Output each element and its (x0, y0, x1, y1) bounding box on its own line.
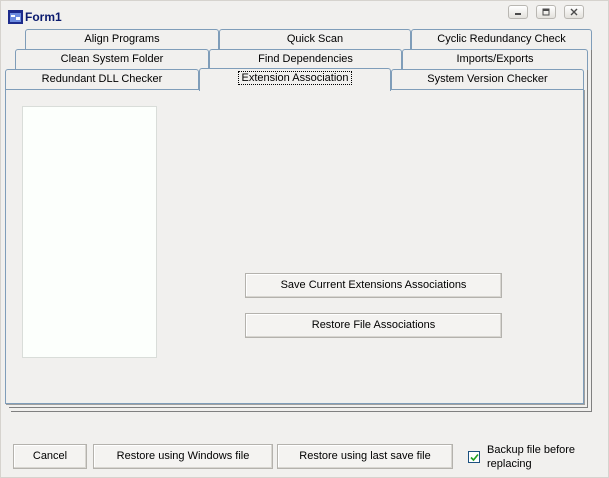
maximize-icon (542, 8, 550, 16)
tab-system-version-checker[interactable]: System Version Checker (391, 69, 584, 90)
tab-page-edge (9, 69, 588, 408)
tab-redundant-dll-checker[interactable]: Redundant DLL Checker (5, 69, 199, 90)
window-title: Form1 (25, 10, 62, 24)
app-window-icon (8, 10, 23, 24)
maximize-button[interactable] (536, 5, 556, 19)
cancel-button[interactable]: Cancel (13, 444, 87, 469)
save-extensions-button[interactable]: Save Current Extensions Associations (245, 273, 502, 298)
tab-cyclic-redundancy-check[interactable]: Cyclic Redundancy Check (411, 29, 592, 50)
tab-quick-scan[interactable]: Quick Scan (219, 29, 411, 50)
extension-association-page: Save Current Extensions Associations Res… (5, 89, 584, 404)
close-icon (570, 8, 578, 16)
tab-align-programs[interactable]: Align Programs (25, 29, 219, 50)
restore-associations-button[interactable]: Restore File Associations (245, 313, 502, 338)
restore-windows-file-button[interactable]: Restore using Windows file (93, 444, 273, 469)
restore-last-save-button[interactable]: Restore using last save file (277, 444, 453, 469)
title-bar[interactable]: Form1 (1, 1, 609, 29)
minimize-icon (515, 13, 521, 15)
checkmark-icon (470, 453, 479, 462)
tab-page-edge (11, 49, 592, 412)
tab-extension-association[interactable]: Extension Association (199, 68, 391, 91)
extensions-list[interactable] (22, 106, 157, 358)
tab-imports-exports[interactable]: Imports/Exports (402, 49, 588, 70)
minimize-button[interactable] (508, 5, 528, 19)
close-button[interactable] (564, 5, 584, 19)
tab-find-dependencies[interactable]: Find Dependencies (209, 49, 402, 70)
backup-checkbox[interactable] (468, 451, 480, 463)
tab-clean-system-folder[interactable]: Clean System Folder (15, 49, 209, 70)
backup-checkbox-label: Backup file before replacing (487, 444, 576, 470)
